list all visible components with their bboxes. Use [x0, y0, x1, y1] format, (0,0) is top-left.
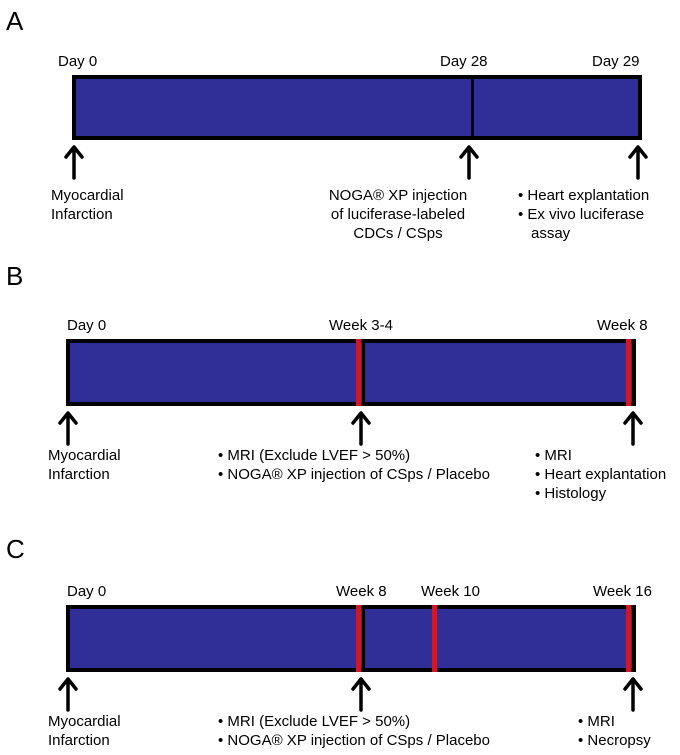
panel-c-caption-right: • MRI • Necropsy — [578, 712, 651, 750]
caption-line: Infarction — [51, 206, 113, 223]
caption-line: • Necropsy — [578, 732, 651, 749]
panel-c-marker-week8 — [356, 605, 361, 672]
panel-a-caption-right: • Heart explantation • Ex vivo luciferas… — [518, 186, 649, 243]
panel-b-arrow-week8-icon — [623, 411, 643, 446]
caption-line: assay — [531, 225, 571, 242]
panel-c-tick-week10: Week 10 — [421, 583, 480, 600]
panel-b-tick-day0: Day 0 — [67, 317, 107, 334]
panel-a-caption-mid: NOGA® XP injection of luciferase-labeled… — [318, 186, 478, 243]
panel-c-caption-left: Myocardial Infarction — [48, 712, 121, 750]
panel-b-caption-mid: • MRI (Exclude LVEF > 50%) • NOGA® XP in… — [218, 446, 490, 484]
caption-line: • Heart explantation — [518, 187, 650, 204]
panel-a-tick-day0: Day 0 — [58, 53, 98, 70]
panel-a-divider-day28 — [471, 75, 474, 140]
panel-c-label: C — [6, 534, 25, 564]
caption-line: of luciferase-labeled — [330, 206, 466, 223]
panel-b-marker-week3-4 — [356, 339, 361, 406]
caption-line: • Histology — [535, 485, 607, 502]
panel-b-divider-week3-4 — [362, 339, 365, 406]
caption-line: • MRI — [535, 447, 572, 464]
panel-c-marker-week16 — [626, 605, 631, 672]
panel-c-tick-day0: Day 0 — [67, 583, 107, 600]
panel-a-tick-day28: Day 28 — [440, 53, 488, 70]
panel-b-timeline-bar — [66, 339, 636, 406]
caption-line: • Ex vivo luciferase — [518, 206, 645, 223]
panel-a-arrow-day29-icon — [628, 145, 648, 180]
panel-b-caption-right: • MRI • Heart explantation • Histology — [535, 446, 666, 503]
panel-c-tick-week16: Week 16 — [593, 583, 652, 600]
caption-line: • MRI (Exclude LVEF > 50%) — [218, 713, 411, 730]
caption-line: Myocardial — [51, 187, 124, 204]
panel-c-divider-week8 — [362, 605, 365, 672]
panel-c-timeline-bar — [66, 605, 636, 672]
panel-c-arrow-day0-icon — [58, 677, 78, 712]
panel-a-arrow-day28-icon — [459, 145, 479, 180]
panel-a-tick-day29: Day 29 — [592, 53, 640, 70]
caption-line: CDCs / CSps — [353, 225, 443, 242]
panel-b-marker-week8 — [626, 339, 631, 406]
caption-line: • NOGA® XP injection of CSps / Placebo — [218, 732, 490, 749]
caption-line: Infarction — [48, 732, 110, 749]
caption-line: • MRI (Exclude LVEF > 50%) — [218, 447, 411, 464]
panel-c-tick-week8: Week 8 — [336, 583, 387, 600]
panel-b-arrow-day0-icon — [58, 411, 78, 446]
caption-line: • NOGA® XP injection of CSps / Placebo — [218, 466, 490, 483]
panel-c-arrow-week8-icon — [351, 677, 371, 712]
caption-line: NOGA® XP injection — [328, 187, 468, 204]
panel-b-caption-left: Myocardial Infarction — [48, 446, 121, 484]
caption-line: • Heart explantation — [535, 466, 667, 483]
panel-b-tick-week8: Week 8 — [597, 317, 648, 334]
panel-a-timeline-bar — [72, 75, 642, 140]
panel-a-label: A — [6, 6, 24, 36]
caption-line: • MRI — [578, 713, 615, 730]
panel-b-arrow-week3-4-icon — [351, 411, 371, 446]
panel-b-tick-week3-4: Week 3-4 — [329, 317, 393, 334]
caption-line: Myocardial — [48, 713, 121, 730]
panel-c-arrow-week16-icon — [623, 677, 643, 712]
caption-line: Infarction — [48, 466, 110, 483]
panel-c-caption-mid: • MRI (Exclude LVEF > 50%) • NOGA® XP in… — [218, 712, 490, 750]
panel-a-caption-left: Myocardial Infarction — [51, 186, 124, 224]
panel-b-label: B — [6, 261, 24, 291]
panel-c-marker-week10 — [432, 605, 437, 672]
caption-line: Myocardial — [48, 447, 121, 464]
panel-a-arrow-day0-icon — [64, 145, 84, 180]
